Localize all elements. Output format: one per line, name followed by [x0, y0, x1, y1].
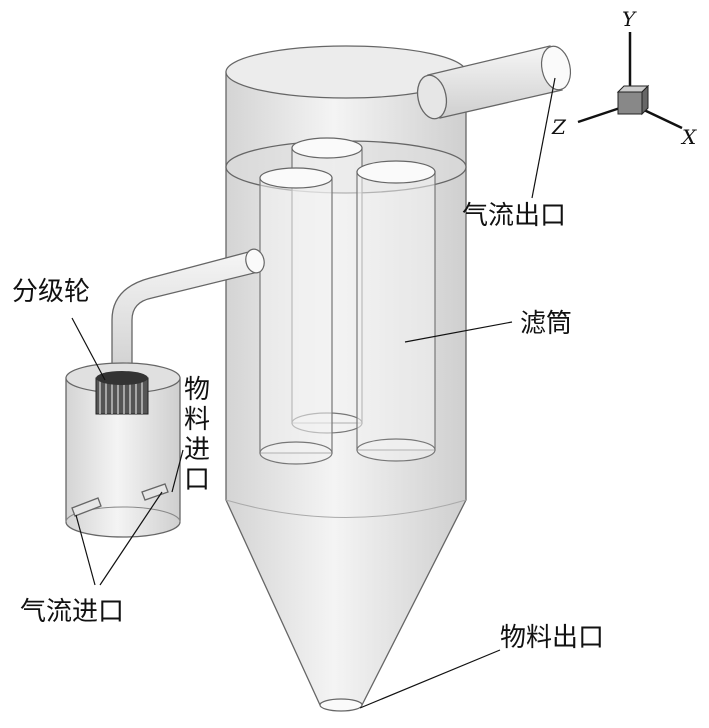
gas-inlet-nozzles	[71, 483, 169, 517]
axis-triad: Y Z X	[551, 7, 697, 149]
axis-y-label: Y	[622, 7, 637, 31]
svg-text:进: 进	[184, 435, 210, 465]
svg-text:料: 料	[184, 405, 210, 435]
label-filter-cartridge: 滤筒	[520, 309, 572, 339]
label-classifier-wheel: 分级轮	[12, 277, 90, 307]
gas-outlet-pipe	[416, 45, 572, 120]
axis-z-label: Z	[551, 115, 567, 139]
svg-text:物: 物	[184, 375, 210, 405]
filter-tubes	[259, 137, 436, 465]
label-gas-inlet: 气流进口	[20, 597, 124, 627]
label-gas-outlet: 气流出口	[462, 201, 566, 231]
classifier-chamber	[65, 362, 181, 538]
leader-lines	[71, 77, 556, 709]
svg-text:口: 口	[184, 465, 210, 495]
classifier-wheel	[95, 371, 149, 415]
axis-x-label: X	[680, 125, 697, 149]
label-material-outlet: 物料出口	[500, 623, 604, 653]
label-material-inlet: 物 料 进 口	[184, 375, 210, 495]
